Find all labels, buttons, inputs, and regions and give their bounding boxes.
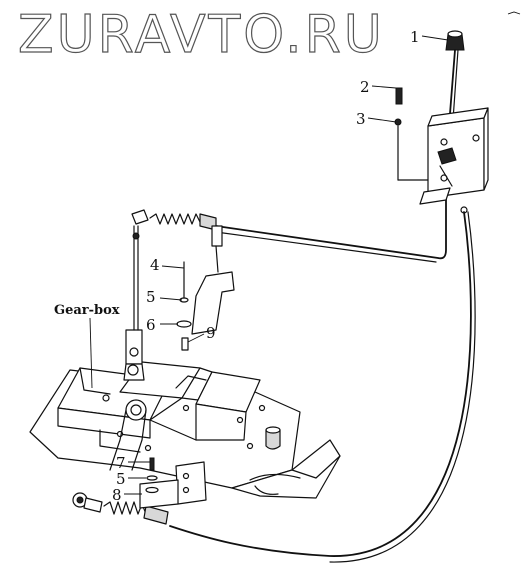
callout-4: 4 (150, 256, 160, 274)
callout-1: 1 (410, 28, 420, 46)
callout-9: 9 (206, 324, 216, 342)
callout-8: 8 (112, 486, 122, 504)
callout-7: 7 (116, 454, 126, 472)
shift-lever-bracket (123, 225, 145, 381)
callout-5-lower: 5 (116, 470, 126, 488)
callout-numbers: 1 2 3 4 5 6 9 7 5 8 (112, 28, 420, 504)
cable-support-bracket (176, 225, 235, 351)
callout-leaders (89, 35, 449, 495)
callout-5-upper: 5 (146, 288, 156, 306)
callout-6: 6 (146, 316, 156, 334)
lower-cable (72, 211, 476, 563)
upper-cable (131, 197, 447, 263)
gearbox-label: Gear-box (54, 303, 120, 318)
watermark-text: ZURAVTO.RU (18, 5, 385, 65)
callout-2: 2 (360, 78, 370, 96)
gearbox-body (29, 361, 341, 499)
pedal-lever-assembly (394, 30, 489, 214)
callout-3: 3 (356, 110, 366, 128)
corner-mark (507, 11, 521, 15)
lower-mount-bracket (139, 457, 207, 509)
clutch-arm (109, 399, 147, 471)
